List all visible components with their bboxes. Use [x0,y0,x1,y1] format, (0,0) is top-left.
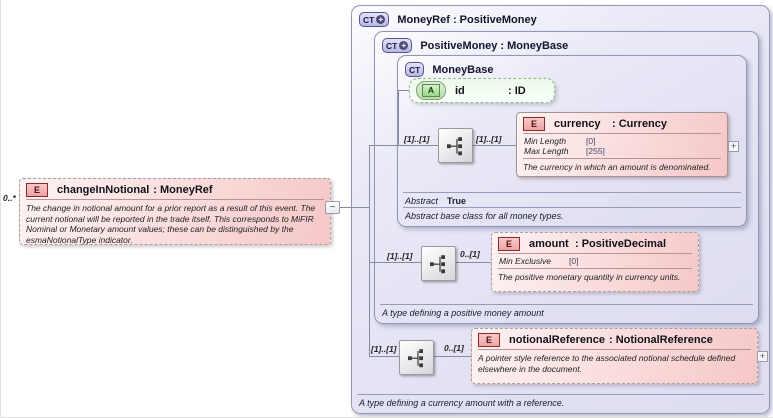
facet-row: Max Length [255] [523,146,721,156]
connector-line [398,90,399,146]
element-icon: E [523,116,545,131]
connector-line [370,356,399,357]
complextype-moneyref-footer: A type defining a currency amount with a… [357,394,764,409]
facet-name: Min Length [524,136,567,146]
derived-plus-icon: + [399,40,409,50]
sequence-compositor-icon[interactable] [438,128,473,163]
facet-value: [255] [586,146,605,156]
occurs-label: [1]..[1] [371,344,397,354]
occurs-label: [1]..[1] [476,134,502,144]
element-annotation: The change in notional amount for a prio… [26,203,316,245]
occurs-label: [1]..[1] [404,134,430,144]
connector-line [432,356,471,357]
expand-button[interactable]: + [728,141,739,152]
connector-line [454,262,491,263]
divider [523,158,721,159]
element-type: : PositiveDecimal [575,237,667,250]
sequence-compositor-icon[interactable] [399,340,434,375]
element-name: changeInNotional [57,183,150,196]
sequence-compositor-icon[interactable] [421,246,456,281]
complextype-moneybase-header: CT MoneyBase [398,56,746,77]
facet-row: Min Exclusive [0] [498,256,692,266]
facet-value: [0] [569,256,579,266]
element-notionalreference[interactable]: E notionalReference : NotionalReference … [471,328,758,384]
expand-button[interactable]: + [757,351,768,362]
element-annotation: The positive monetary quantity in curren… [498,272,681,282]
facet-row: Min Length [0] [523,136,721,146]
facet-name: Max Length [524,146,569,156]
complextype-icon: CT+ [359,12,390,27]
abstract-row: Abstract True [403,195,741,207]
element-annotation: The currency in which an amount is denom… [523,162,711,172]
element-annotation: A pointer style reference to the associa… [478,353,736,374]
occurs-label: 0..[1] [460,249,480,259]
divider [403,192,741,193]
complextype-moneyref-header: CT+ MoneyRef : PositiveMoney [352,6,769,27]
element-type: : NotionalReference [608,333,713,346]
complextype-title: MoneyBase [432,63,494,76]
divider [380,304,753,305]
element-currency[interactable]: E currency : Currency Min Length [0] Max… [516,112,728,177]
complextype-moneybase-footer: Abstract True Abstract base class for al… [403,192,741,222]
derived-plus-icon: + [376,14,386,24]
connector-line [370,145,438,146]
facet-name: Min Exclusive [499,256,551,266]
divider [498,268,692,269]
attribute-bullet: A [416,81,446,100]
occurs-label: 0..[1] [444,343,464,353]
attribute-icon: A [422,84,440,97]
attribute-id[interactable]: A id : ID [409,78,555,103]
type-annotation: A type defining a positive money amount [382,308,544,318]
connector-line [369,145,370,357]
complextype-title: MoneyRef : PositiveMoney [397,13,537,26]
attribute-name: id [455,84,465,97]
connector-line [370,262,421,263]
divider [26,199,324,200]
collapse-button[interactable]: − [325,201,340,214]
complextype-icon: CT+ [382,38,413,53]
element-name: amount [529,237,569,250]
element-icon: E [26,182,48,197]
element-icon: E [498,236,520,251]
type-annotation: A type defining a currency amount with a… [359,398,565,408]
element-name: notionalReference [509,333,605,346]
abstract-label: Abstract [405,196,439,206]
element-type: : MoneyRef [153,183,213,196]
divider [478,349,751,350]
complextype-title: PositiveMoney : MoneyBase [420,39,569,52]
element-type: : Currency [612,117,668,130]
complextype-positivemoney-header: CT+ PositiveMoney : MoneyBase [375,32,758,53]
divider [523,133,721,134]
complextype-icon: CT [405,62,425,77]
connector-line [399,90,409,91]
cardinality-label: 0..* [3,193,16,203]
divider [403,207,741,208]
connector-line [340,207,370,208]
connector-line [471,145,516,146]
attribute-type: : ID [508,84,526,97]
occurs-label: [1]..[1] [387,251,413,261]
divider [498,253,692,254]
divider [357,394,764,395]
type-annotation: Abstract base class for all money types. [405,211,564,221]
abstract-value: True [447,196,467,206]
facet-value: [0] [586,136,596,146]
element-icon: E [478,332,500,347]
complextype-positivemoney-footer: A type defining a positive money amount [380,304,753,319]
element-amount[interactable]: E amount : PositiveDecimal Min Exclusive… [491,232,699,292]
element-name: currency [554,117,601,130]
element-changeinnotional[interactable]: E changeInNotional : MoneyRef The change… [19,178,331,245]
